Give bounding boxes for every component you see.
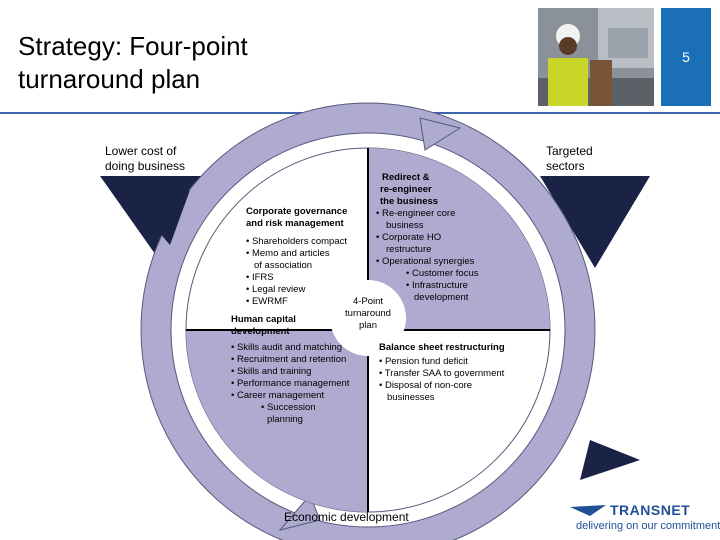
redirect-item: • Customer focus xyxy=(406,268,479,279)
label-economic-development: Economic development xyxy=(284,510,409,524)
governance-heading-2: and risk management xyxy=(246,218,344,229)
quadrant-human-capital: Human capital development • Skills audit… xyxy=(231,314,349,426)
outer-ring-edge xyxy=(140,102,596,540)
redirect-heading-2: re-engineer xyxy=(380,184,432,195)
label-targeted-sectors-line-1: Targeted xyxy=(546,144,593,158)
outer-ring-inner-edge xyxy=(170,132,566,528)
page-number: 5 xyxy=(682,49,690,65)
governance-item: of association xyxy=(254,260,313,271)
arrowhead-top xyxy=(419,117,462,151)
arrowhead-bottom-left xyxy=(140,190,190,245)
title-line-2: turnaround plan xyxy=(18,64,201,94)
quadrant-governance: Corporate governance and risk management… xyxy=(246,206,347,308)
human-capital-item: • Skills audit and matching xyxy=(231,342,343,353)
governance-heading-1: Corporate governance xyxy=(246,206,348,217)
outer-ring xyxy=(141,103,595,540)
governance-item: • Memo and articles xyxy=(246,248,330,259)
redirect-item: business xyxy=(386,220,424,231)
label-targeted-sectors: Targeted sectors xyxy=(546,144,593,174)
human-capital-item: • Career management xyxy=(231,390,325,401)
balance-sheet-item: • Transfer SAA to government xyxy=(379,368,505,379)
redirect-item: • Infrastructure xyxy=(406,280,468,291)
balance-sheet-item: businesses xyxy=(387,392,435,403)
arrowhead-top-right xyxy=(580,440,640,480)
right-triangle xyxy=(540,176,650,268)
transnet-swoosh-icon xyxy=(570,505,606,516)
label-lower-cost-line-1: Lower cost of xyxy=(105,144,177,158)
human-capital-heading-2: development xyxy=(231,326,290,337)
governance-item: • Legal review xyxy=(246,284,306,295)
human-capital-item: • Succession xyxy=(261,402,316,413)
balance-sheet-heading: Balance sheet restructuring xyxy=(379,342,505,353)
arrowhead-bottom xyxy=(278,494,321,531)
redirect-item: • Operational synergies xyxy=(376,256,475,267)
header-photo xyxy=(538,8,654,106)
human-capital-item: • Skills and training xyxy=(231,366,312,377)
center-line-3: plan xyxy=(359,320,377,331)
redirect-item: • Corporate HO xyxy=(376,232,442,243)
redirect-item: restructure xyxy=(386,244,432,255)
redirect-heading-3: the business xyxy=(380,196,439,207)
quadrant-balance-sheet: Balance sheet restructuring • Pension fu… xyxy=(379,342,505,404)
balance-sheet-item: • Pension fund deficit xyxy=(379,356,468,367)
title-line-1: Strategy: Four-point xyxy=(18,31,248,61)
governance-item: • EWRMF xyxy=(246,296,288,307)
page-title: Strategy: Four-point turnaround plan xyxy=(18,30,458,96)
center-line-1: 4-Point xyxy=(352,296,384,307)
center-label: 4-Point turnaround plan xyxy=(330,296,406,332)
center-line-2: turnaround xyxy=(345,308,391,319)
redirect-item: • Re-engineer core xyxy=(376,208,456,219)
governance-item: • Shareholders compact xyxy=(246,236,348,247)
human-capital-heading-1: Human capital xyxy=(231,314,296,325)
governance-item: • IFRS xyxy=(246,272,274,283)
quadrant-top-right-fill xyxy=(368,148,550,330)
label-lower-cost-line-2: doing business xyxy=(105,159,186,173)
balance-sheet-item: • Disposal of non-core xyxy=(379,380,473,391)
human-capital-item: planning xyxy=(267,414,303,425)
human-capital-item: • Performance management xyxy=(231,378,350,389)
label-lower-cost: Lower cost of doing business xyxy=(105,144,185,174)
page-number-badge: 5 xyxy=(661,8,711,106)
brand-name: TRANSNET xyxy=(610,502,691,518)
center-circle xyxy=(330,280,406,356)
brand-tagline: delivering on our commitments xyxy=(576,520,720,532)
quadrant-bottom-left-fill xyxy=(186,330,368,512)
redirect-heading-1: Redirect & xyxy=(382,172,430,183)
label-targeted-sectors-line-2: sectors xyxy=(546,159,585,173)
human-capital-item: • Recruitment and retention xyxy=(231,354,347,365)
redirect-item: development xyxy=(414,292,469,303)
quadrant-redirect: Redirect & re-engineer the business • Re… xyxy=(376,172,479,304)
